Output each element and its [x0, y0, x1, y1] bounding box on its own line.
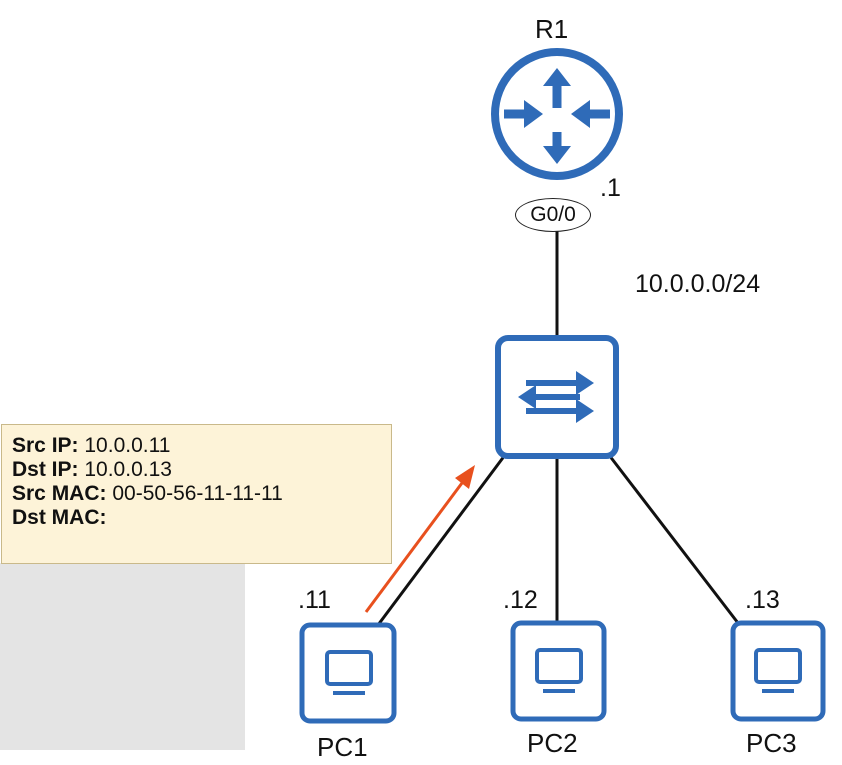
- dst-mac-row: Dst MAC:: [12, 506, 391, 530]
- src-ip-row: Src IP: 10.0.0.11: [12, 434, 391, 458]
- src-mac-value: 00-50-56-11-11-11: [112, 482, 283, 505]
- src-mac-row: Src MAC: 00-50-56-11-11-11: [12, 482, 391, 506]
- dst-ip-label: Dst IP:: [12, 458, 79, 481]
- pc2-ip-suffix: .12: [503, 586, 538, 614]
- subnet-label: 10.0.0.0/24: [635, 270, 761, 298]
- pc3-icon: [730, 620, 826, 722]
- dst-ip-value: 10.0.0.13: [84, 458, 172, 481]
- pc2-icon: [510, 620, 607, 722]
- pc1-ip-suffix: .11: [298, 586, 331, 614]
- switch-icon: [495, 335, 619, 459]
- pc3-ip-suffix: .13: [745, 586, 780, 614]
- router-icon: [491, 48, 623, 180]
- gray-overlay-panel: [0, 563, 245, 750]
- pc3-name: PC3: [746, 728, 797, 758]
- pc2-name: PC2: [527, 728, 578, 758]
- dst-ip-row: Dst IP: 10.0.0.13: [12, 458, 391, 482]
- router-ip-suffix: .1: [600, 174, 621, 202]
- frame-arrow-head-icon: [455, 465, 475, 489]
- src-ip-value: 10.0.0.11: [84, 434, 171, 457]
- link-switch-pc3: [607, 454, 740, 624]
- router-interface-label: G0/0: [515, 198, 591, 232]
- router-name: R1: [535, 14, 569, 44]
- frame-direction-arrow: [364, 482, 464, 613]
- link-switch-pc1: [376, 454, 507, 626]
- dst-mac-label: Dst MAC:: [12, 506, 107, 529]
- frame-info-box: Src IP: 10.0.0.11 Dst IP: 10.0.0.13 Src …: [1, 424, 392, 564]
- pc1-name: PC1: [317, 732, 368, 762]
- src-mac-label: Src MAC:: [12, 482, 107, 505]
- src-ip-label: Src IP:: [12, 434, 79, 457]
- pc1-icon: [299, 622, 397, 724]
